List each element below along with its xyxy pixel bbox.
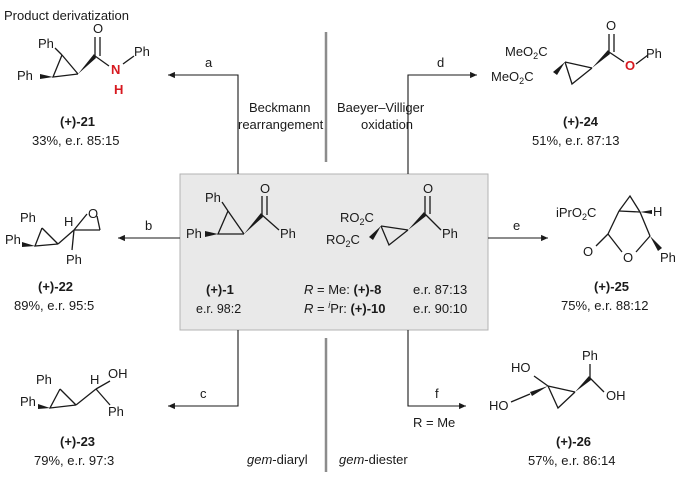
svg-text:RO2C: RO2C	[340, 210, 374, 227]
svg-text:O: O	[93, 21, 103, 36]
svg-text:Ph: Ph	[17, 68, 33, 83]
svg-text:iPrO2C: iPrO2C	[556, 205, 596, 222]
arrow-c	[168, 330, 239, 410]
reaction-d-label-2: oxidation	[361, 117, 413, 132]
arrow-d	[407, 71, 477, 174]
svg-text:Ph: Ph	[5, 232, 21, 247]
product-21-structure: Ph Ph O N H Ph	[17, 21, 150, 97]
product-24-label: (+)-24	[563, 114, 599, 129]
product-21-yield: 33%, e.r. 85:15	[32, 133, 119, 148]
product-22-label: (+)-22	[38, 279, 73, 294]
svg-text:Ph: Ph	[186, 226, 202, 241]
product-25-yield: 75%, e.r. 88:12	[561, 298, 648, 313]
product-23-structure: Ph Ph H OH Ph	[20, 366, 128, 419]
product-26-label: (+)-26	[556, 434, 591, 449]
reaction-f-letter: f	[435, 386, 439, 401]
product-23-label: (+)-23	[60, 434, 95, 449]
svg-text:O: O	[623, 250, 633, 265]
svg-text:Ph: Ph	[36, 372, 52, 387]
svg-text:OH: OH	[108, 366, 128, 381]
product-25-structure: iPrO2C H O O Ph	[556, 194, 676, 265]
svg-text:O: O	[88, 206, 98, 221]
svg-text:O: O	[260, 181, 270, 196]
product-24-oxygen: O	[625, 58, 635, 73]
product-24-yield: 51%, e.r. 87:13	[532, 133, 619, 148]
svg-text:OH: OH	[606, 388, 626, 403]
product-23-yield: 79%, e.r. 97:3	[34, 453, 114, 468]
reaction-d-label-1: Baeyer–Villiger	[337, 100, 425, 115]
compound-8-row: R = Me: (+)-8	[304, 282, 381, 297]
gem-diaryl-label: gem-diaryl	[247, 452, 308, 467]
reaction-a-letter: a	[205, 55, 213, 70]
compound-1-label: (+)-1	[206, 282, 234, 297]
svg-text:HO: HO	[489, 398, 509, 413]
svg-text:HO: HO	[511, 360, 531, 375]
svg-text:Ph: Ph	[660, 250, 676, 265]
reaction-f-condition: R = Me	[413, 415, 455, 430]
product-22-yield: 89%, e.r. 95:5	[14, 298, 94, 313]
product-21-hydrogen: H	[114, 82, 123, 97]
svg-text:O: O	[583, 244, 593, 259]
reaction-b-letter: b	[145, 218, 152, 233]
svg-text:RO2C: RO2C	[326, 232, 360, 249]
svg-text:H: H	[653, 204, 662, 219]
svg-text:Ph: Ph	[20, 394, 36, 409]
product-21-label: (+)-21	[60, 114, 95, 129]
svg-text:Ph: Ph	[442, 226, 458, 241]
svg-text:Ph: Ph	[108, 404, 124, 419]
svg-text:O: O	[606, 18, 616, 33]
svg-text:MeO2C: MeO2C	[505, 44, 548, 61]
product-24-structure: MeO2C MeO2C O O Ph	[491, 18, 662, 86]
svg-text:H: H	[90, 372, 99, 387]
svg-text:Ph: Ph	[38, 36, 54, 51]
arrow-f	[407, 330, 466, 410]
gem-diester-label: gem-diester	[339, 452, 408, 467]
product-22-structure: Ph Ph H O Ph	[5, 206, 101, 267]
compound-8-er: e.r. 87:13	[413, 282, 467, 297]
svg-text:Ph: Ph	[582, 348, 598, 363]
compound-8-10-structure: RO2C RO2C O Ph	[326, 181, 458, 249]
reaction-c-letter: c	[200, 386, 207, 401]
compound-10-row: R = iPr: (+)-10	[304, 300, 386, 316]
svg-text:Ph: Ph	[205, 190, 221, 205]
reaction-a-label-1: Beckmann	[249, 100, 310, 115]
svg-text:MeO2C: MeO2C	[491, 69, 534, 86]
product-25-label: (+)-25	[594, 279, 629, 294]
product-26-yield: 57%, e.r. 86:14	[528, 453, 615, 468]
reaction-e-letter: e	[513, 218, 520, 233]
compound-1-structure: Ph Ph O Ph	[186, 181, 296, 241]
reaction-d-letter: d	[437, 55, 444, 70]
product-21-nitrogen: N	[111, 62, 120, 77]
svg-text:Ph: Ph	[66, 252, 82, 267]
scheme-title: Product derivatization	[4, 8, 129, 23]
svg-text:O: O	[423, 181, 433, 196]
starting-materials-box	[179, 173, 489, 331]
compound-10-er: e.r. 90:10	[413, 301, 467, 316]
arrow-a	[168, 71, 239, 174]
svg-text:Ph: Ph	[280, 226, 296, 241]
product-26-structure: HO HO Ph OH	[489, 348, 626, 413]
svg-text:Ph: Ph	[646, 46, 662, 61]
svg-text:Ph: Ph	[20, 210, 36, 225]
reaction-a-label-2: rearrangement	[238, 117, 324, 132]
compound-1-er: e.r. 98:2	[196, 302, 241, 316]
svg-text:H: H	[64, 214, 73, 229]
svg-text:Ph: Ph	[134, 44, 150, 59]
